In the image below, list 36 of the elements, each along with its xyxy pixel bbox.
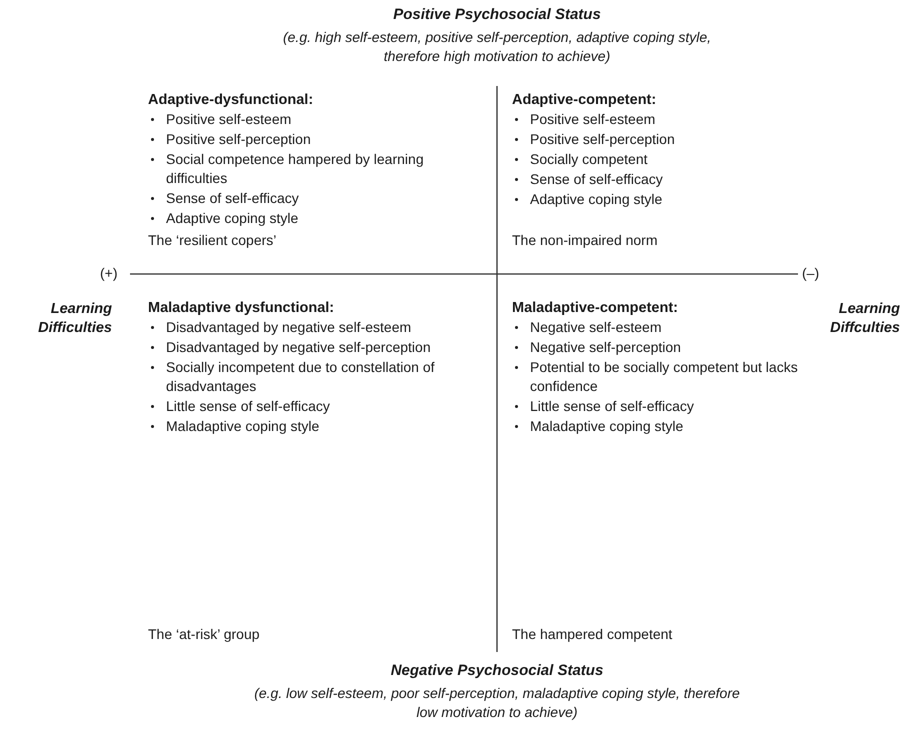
quadrant-label: The hampered competent xyxy=(512,626,674,642)
bullet-item: Adaptive coping style xyxy=(512,190,812,209)
axis-description: (e.g. high self-esteem, positive self-perception, adaptive coping style, therefore high motivation to achieve) xyxy=(282,28,712,66)
axis-end-label: (+) xyxy=(100,265,118,281)
axis-title: Learning Diffculties xyxy=(829,300,900,338)
bullet-item: Negative self-perception xyxy=(512,338,812,357)
quadrant-heading: Maladaptive dysfunctional: xyxy=(148,300,336,316)
bullet-item: Sense of self-efficacy xyxy=(512,170,812,189)
bullet-item: Social competence hampered by learning difficulties xyxy=(148,150,478,188)
bullet-item: Disadvantaged by negative self-esteem xyxy=(148,318,478,337)
bullet-item: Maladaptive coping style xyxy=(512,417,812,436)
axis-title: Negative Psychosocial Status xyxy=(390,662,604,679)
bullet-item: Positive self-perception xyxy=(148,130,478,149)
bullet-item: Disadvantaged by negative self-perception xyxy=(148,338,478,357)
axis-title: Positive Psychosocial Status xyxy=(392,6,602,23)
bullet-item: Positive self-esteem xyxy=(512,110,812,129)
bullet-item: Socially incompetent due to constellation of disadvantages xyxy=(148,358,478,396)
quadrant-heading: Maladaptive-competent: xyxy=(512,300,679,316)
bullet-item: Maladaptive coping style xyxy=(148,417,478,436)
bullet-item: Adaptive coping style xyxy=(148,209,478,228)
bullet-item: Positive self-perception xyxy=(512,130,812,149)
quadrant-heading: Adaptive-dysfunctional: xyxy=(148,92,314,108)
bullet-item: Potential to be socially competent but lacks confidence xyxy=(512,358,812,396)
quadrant-label: The non-impaired norm xyxy=(512,232,659,248)
bullet-item: Socially competent xyxy=(512,150,812,169)
bullet-item: Negative self-esteem xyxy=(512,318,812,337)
axis-end-label: (–) xyxy=(802,265,820,281)
bullet-item: Positive self-esteem xyxy=(148,110,478,129)
bullet-item: Little sense of self-efficacy xyxy=(512,397,812,416)
bullet-item: Sense of self-efficacy xyxy=(148,189,478,208)
quadrant-label: The ‘resilient copers’ xyxy=(148,232,278,248)
bullet-item: Little sense of self-efficacy xyxy=(148,397,478,416)
axis-title: Learning Difficulties xyxy=(37,300,112,338)
axis-description: (e.g. low self-esteem, poor self-perception, maladaptive coping style, therefore low motivation to achieve) xyxy=(253,684,741,722)
quadrant-label: The ‘at-risk’ group xyxy=(148,626,261,642)
quadrant-heading: Adaptive-competent: xyxy=(512,92,658,108)
